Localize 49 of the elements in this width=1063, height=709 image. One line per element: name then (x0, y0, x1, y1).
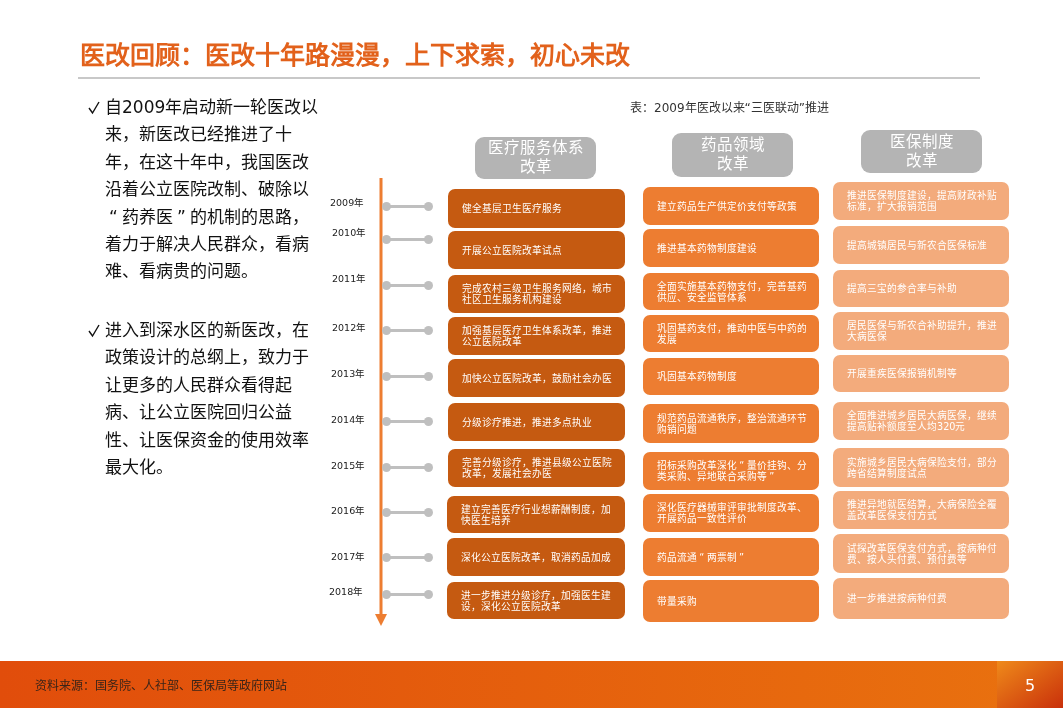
policy-box: 全面推进城乡居民大病医保，继续提高贴补额度至人均320元 (833, 402, 1009, 440)
policy-box: 全面实施基本药物支付，完善基药供应、安全监管体系 (643, 273, 819, 310)
column-header: 医保制度改革 (861, 130, 982, 173)
year-label: 2014年 (331, 414, 366, 426)
source-note: 资料来源：国务院、人社部、医保局等政府网站 (35, 678, 287, 694)
policy-box: 试探改革医保支付方式，按病种付费、按人头付费、预付费等 (833, 534, 1009, 573)
page-number: 5 (1025, 676, 1036, 696)
policy-box: 招标采购改革深化“量价挂钩、分类采购、异地联合采购等” (643, 452, 819, 490)
year-label: 2010年 (332, 227, 367, 239)
year-label: 2009年 (330, 197, 365, 209)
year-label: 2011年 (332, 273, 367, 285)
year-label: 2012年 (332, 322, 367, 334)
policy-box: 推进医保制度建设，提高财政补贴标准，扩大报销范围 (833, 182, 1009, 220)
policy-box: 深化医疗器械审评审批制度改革、开展药品一致性评价 (643, 494, 819, 532)
policy-box: 推进异地就医结算，大病保险全覆盖改革医保支付方式 (833, 491, 1009, 529)
policy-box: 健全基层卫生医疗服务 (448, 189, 625, 228)
year-label: 2016年 (331, 505, 366, 517)
policy-box: 分级诊疗推进，推进多点执业 (448, 403, 625, 441)
bullet-text: 进入到深水区的新医改，在政策设计的总纲上，致力于让更多的人民群众看得起病、让公立医院回归公益性、让医保资金的使用效率最大化。 (105, 319, 310, 480)
policy-box: 建立完善医疗行业想薪酬制度，加快医生培养 (447, 496, 625, 533)
column-header: 药品领域改革 (672, 133, 793, 177)
policy-box: 完善分级诊疗，推进县级公立医院改革，发展社会办医 (448, 449, 625, 487)
policy-box: 居民医保与新农合补助提升，推进大病医保 (833, 312, 1009, 350)
policy-box: 进一步推进按病种付费 (833, 578, 1009, 619)
policy-box: 药品流通“两票制” (643, 538, 819, 576)
policy-box: 实施城乡居民大病保险支付，部分跨省结算制度试点 (833, 448, 1009, 487)
policy-box: 完成农村三级卫生服务网络，城市社区卫生服务机构建设 (448, 275, 625, 313)
policy-box: 建立药品生产供定价支付等政策 (643, 187, 819, 225)
policy-box: 规范药品流通秩序，整治流通环节购销问题 (643, 404, 819, 443)
year-label: 2013年 (331, 368, 366, 380)
policy-box: 开展公立医院改革试点 (448, 231, 625, 269)
policy-box: 巩固基药支付，推动中医与中药的发展 (643, 315, 819, 352)
year-label: 2015年 (331, 460, 366, 472)
policy-box: 加快公立医院改革，鼓励社会办医 (448, 359, 625, 397)
bullet-text: 自2009年启动新一轮医改以来，新医改已经推进了十年，在这十年中，我国医改沿着公立医院改制、破除以“药养医”的机制的思路，着力于解决人民群众，看病难、看病贵的问题。 (105, 96, 320, 284)
year-label: 2017年 (331, 551, 366, 563)
policy-box: 提高城镇居民与新农合医保标准 (833, 226, 1009, 264)
column-header: 医疗服务体系改革 (475, 137, 596, 179)
page-title: 医改回顾：医改十年路漫漫，上下求索，初心未改 (80, 40, 630, 72)
policy-box: 提高三宝的参合率与补助 (833, 270, 1009, 307)
policy-box: 带量采购 (643, 580, 819, 622)
policy-box: 推进基本药物制度建设 (643, 229, 819, 267)
year-label: 2018年 (329, 586, 364, 598)
policy-box: 进一步推进分级诊疗，加强医生建设，深化公立医院改革 (447, 582, 625, 619)
policy-box: 开展重疾医保报销机制等 (833, 355, 1009, 392)
table-caption: 表：2009年医改以来“三医联动”推进 (630, 100, 829, 116)
policy-box: 巩固基本药物制度 (643, 358, 819, 395)
policy-box: 深化公立医院改革，取消药品加成 (447, 538, 625, 576)
policy-box: 加强基层医疗卫生体系改革，推进公立医院改革 (448, 317, 625, 355)
